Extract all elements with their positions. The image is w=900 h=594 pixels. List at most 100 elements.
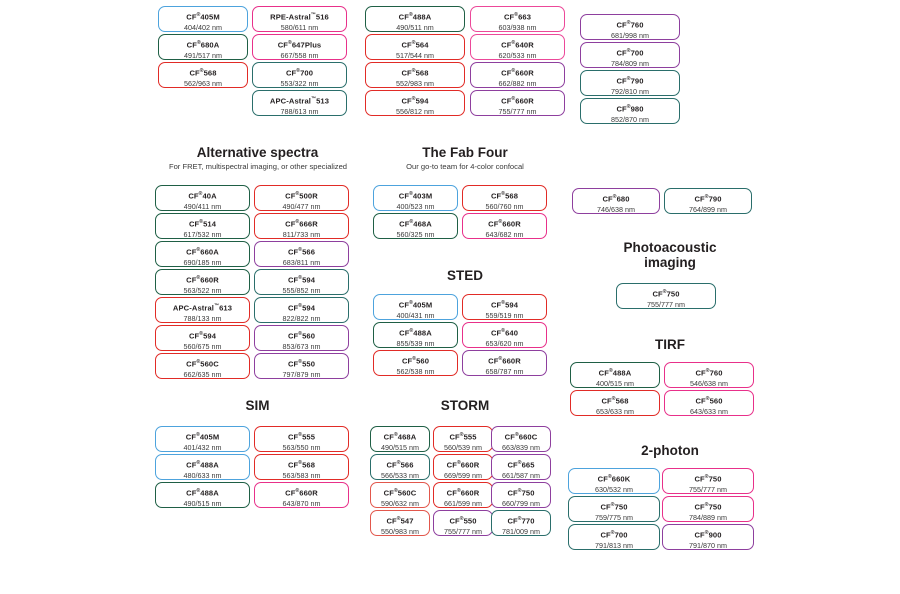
dye-ex-em-values: 643/633 nm <box>690 406 728 416</box>
trademark-mark: ® <box>456 488 461 494</box>
dye-name: CF®560C <box>186 359 219 369</box>
trademark-mark: ® <box>196 12 201 18</box>
dye-name: CF®660R <box>285 488 318 498</box>
trademark-mark: ® <box>704 194 709 200</box>
trademark-mark: ® <box>196 275 201 281</box>
dye-name: CF®40A <box>188 191 217 201</box>
dye-name: CF®760 <box>695 368 723 378</box>
dye-ex-em-values: 755/777 nm <box>498 106 537 116</box>
dye-ex-em-values: 556/812 nm <box>396 106 434 116</box>
section-title-alternative-spectra: Alternative spectra <box>196 145 319 160</box>
dye-name: CF®568 <box>601 396 629 406</box>
dye-ex-em-values: 755/777 nm <box>689 484 727 494</box>
dye-ex-em-values: 788/133 nm <box>183 313 222 323</box>
trademark-mark: ® <box>298 331 303 337</box>
trademark-mark: ® <box>295 219 300 225</box>
trademark-mark: ® <box>705 396 710 402</box>
dye-name: CF®663 <box>503 12 532 22</box>
trademark-mark: ® <box>288 40 292 46</box>
dye-ex-em-values: 791/870 nm <box>689 540 727 550</box>
trademark-mark: ® <box>411 40 416 46</box>
dye-ex-em-values: 590/632 nm <box>381 498 419 508</box>
dye-ex-em-values: 562/538 nm <box>396 366 435 376</box>
dye-ex-em-values: 560/675 nm <box>183 341 222 351</box>
trademark-mark: ® <box>396 460 401 466</box>
